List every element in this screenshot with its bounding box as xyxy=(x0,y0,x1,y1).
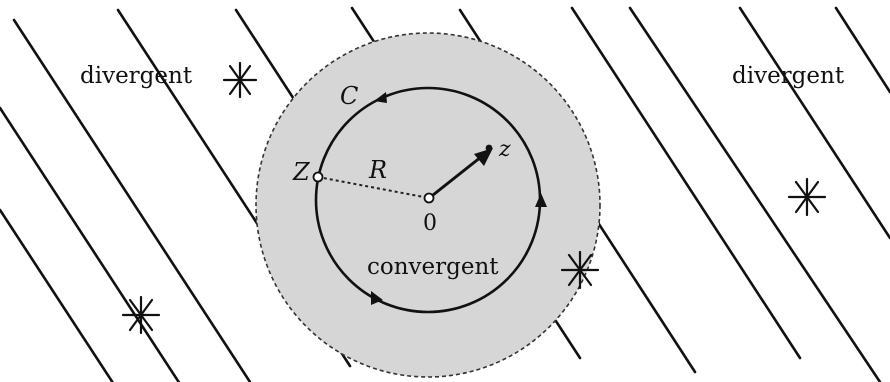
label-radius-r: R xyxy=(368,156,387,184)
origin-point xyxy=(423,192,435,204)
label-origin: 0 xyxy=(423,211,437,236)
point-z-dot xyxy=(485,144,493,152)
convergence-disk xyxy=(255,32,601,378)
label-divergent-right: divergent xyxy=(732,63,845,89)
singularity-star-icon xyxy=(222,61,258,99)
arrowhead-icon-z xyxy=(474,148,493,166)
arrowhead-icon-top xyxy=(374,92,387,103)
boundary-point-z xyxy=(312,171,324,183)
arrowhead-icon-bottom xyxy=(371,291,383,305)
label-convergent: convergent xyxy=(367,254,499,280)
label-curve-c: C xyxy=(340,82,358,110)
singularity-star-icon xyxy=(121,295,161,335)
label-boundary-z: Z xyxy=(292,158,311,186)
label-point-z: z xyxy=(498,137,511,162)
label-divergent-left: divergent xyxy=(80,63,193,89)
singularity-star-icon xyxy=(560,250,600,290)
arrowhead-icon-right xyxy=(535,193,547,207)
vector-to-z xyxy=(432,151,487,197)
radius-line xyxy=(317,176,430,199)
singularity-star-icon xyxy=(787,177,827,217)
